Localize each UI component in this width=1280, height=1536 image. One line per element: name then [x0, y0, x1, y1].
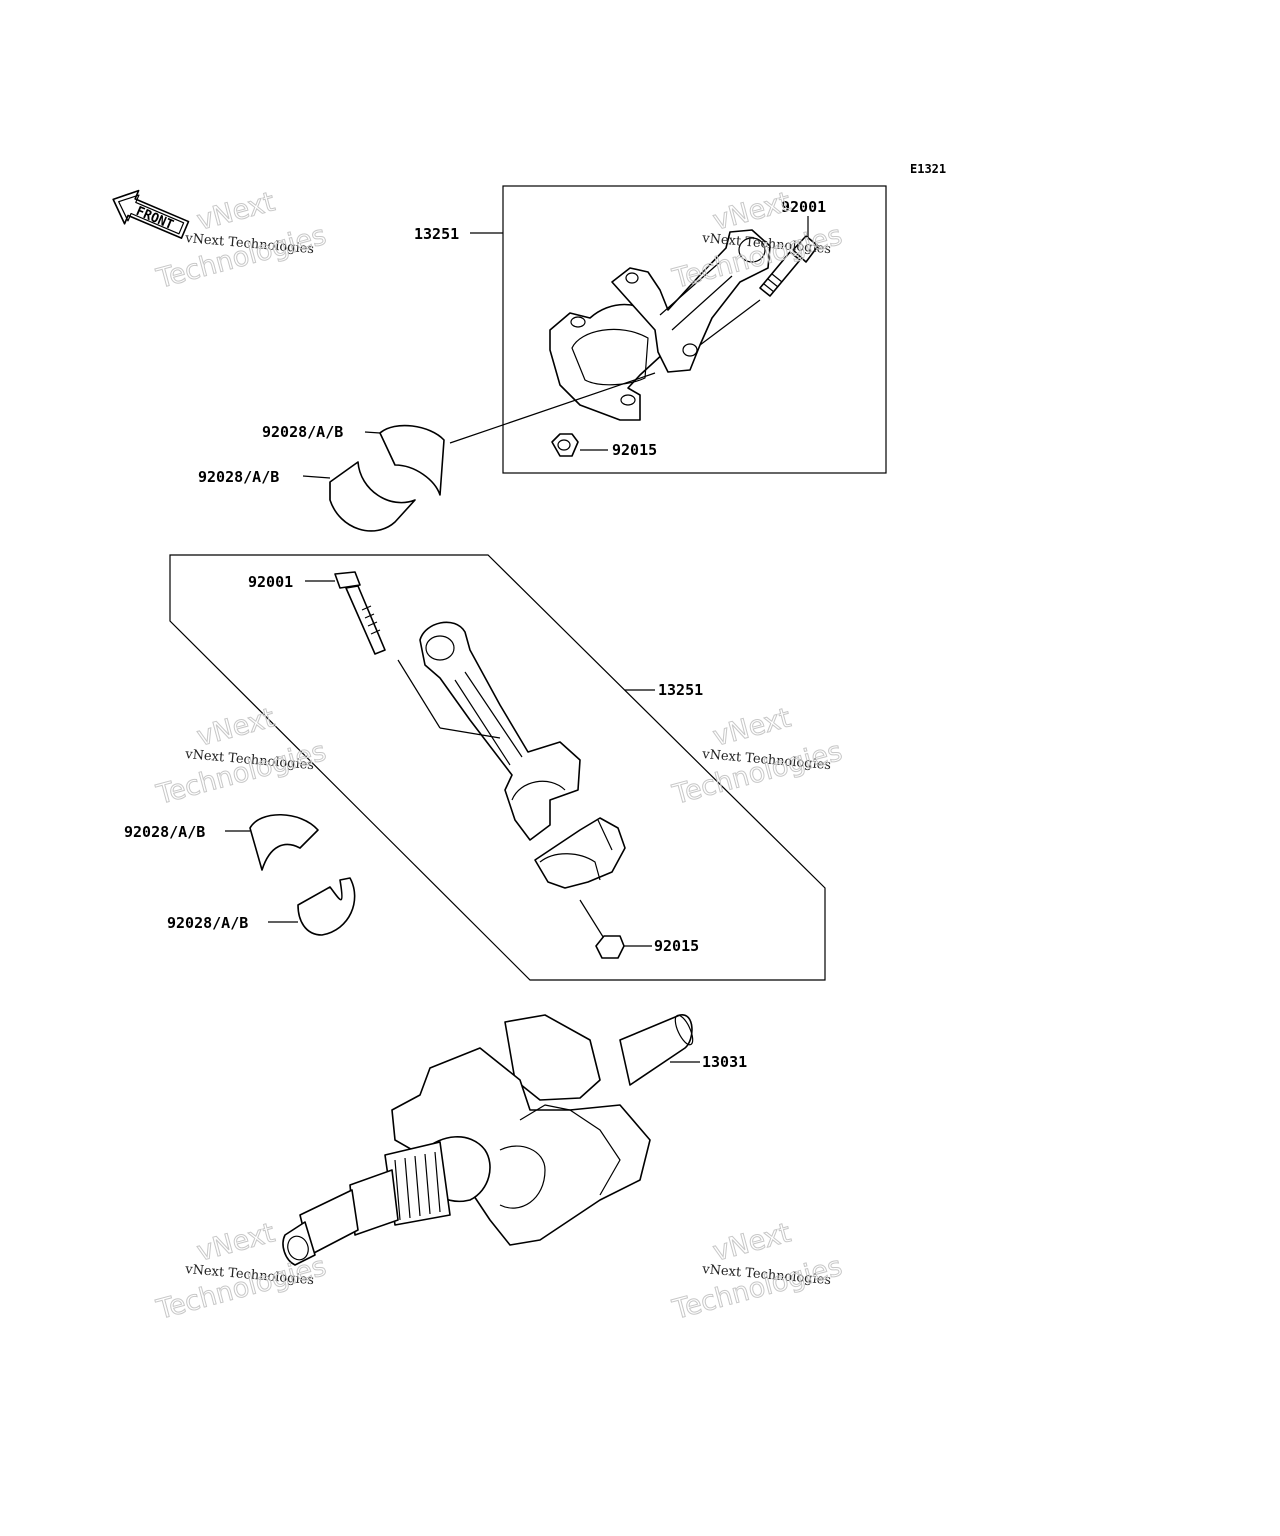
label-top-nut: 92015 — [612, 441, 657, 459]
label-top-rod: 13251 — [414, 225, 459, 243]
top-bearing-lower — [329, 461, 416, 532]
svg-text:vNext: vNext — [194, 702, 278, 752]
mid-rod-box — [169, 554, 826, 981]
top-connecting-rod — [549, 229, 771, 421]
top-rod-box — [502, 185, 887, 474]
mid-bearing-upper — [249, 813, 319, 871]
watermark: vNext Technologies vNext Technologies — [668, 702, 846, 812]
top-bearing-upper — [379, 424, 445, 496]
svg-text:vNext: vNext — [710, 702, 794, 752]
svg-text:Technologies: Technologies — [153, 736, 330, 811]
watermark: vNext Technologies vNext Technologies — [152, 186, 330, 296]
watermark: vNext Technologies vNext Technologies — [152, 702, 330, 812]
mid-rod-cap — [534, 817, 626, 889]
label-mid-bolt: 92001 — [248, 573, 293, 591]
label-mid-bearing-lower: 92028/A/B — [167, 914, 248, 932]
label-mid-rod: 13251 — [658, 681, 703, 699]
svg-text:Technologies: Technologies — [153, 1251, 330, 1326]
label-top-bearing-lower: 92028/A/B — [198, 468, 279, 486]
watermark: vNext Technologies vNext Technologies — [668, 1217, 846, 1327]
label-crankshaft: 13031 — [702, 1053, 747, 1071]
svg-text:Technologies: Technologies — [669, 736, 846, 811]
front-arrow-icon: FRONT — [112, 189, 190, 239]
label-mid-nut: 92015 — [654, 937, 699, 955]
svg-text:vNext: vNext — [710, 1217, 794, 1267]
svg-text:Technologies: Technologies — [669, 1251, 846, 1326]
label-mid-bearing-upper: 92028/A/B — [124, 823, 205, 841]
mid-bearing-lower — [297, 877, 356, 936]
label-top-bolt: 92001 — [781, 198, 826, 216]
mid-nut — [595, 935, 625, 959]
diagram-code: E1321 — [910, 162, 946, 176]
mid-connecting-rod — [419, 621, 581, 841]
crankshaft — [282, 1014, 694, 1266]
svg-text:Technologies: Technologies — [669, 220, 846, 295]
top-bolt — [759, 235, 819, 297]
svg-text:vNext: vNext — [194, 1217, 278, 1267]
label-top-bearing-upper: 92028/A/B — [262, 423, 343, 441]
svg-text:vNext: vNext — [194, 186, 278, 236]
top-nut — [551, 433, 579, 457]
mid-bolt — [334, 571, 386, 655]
